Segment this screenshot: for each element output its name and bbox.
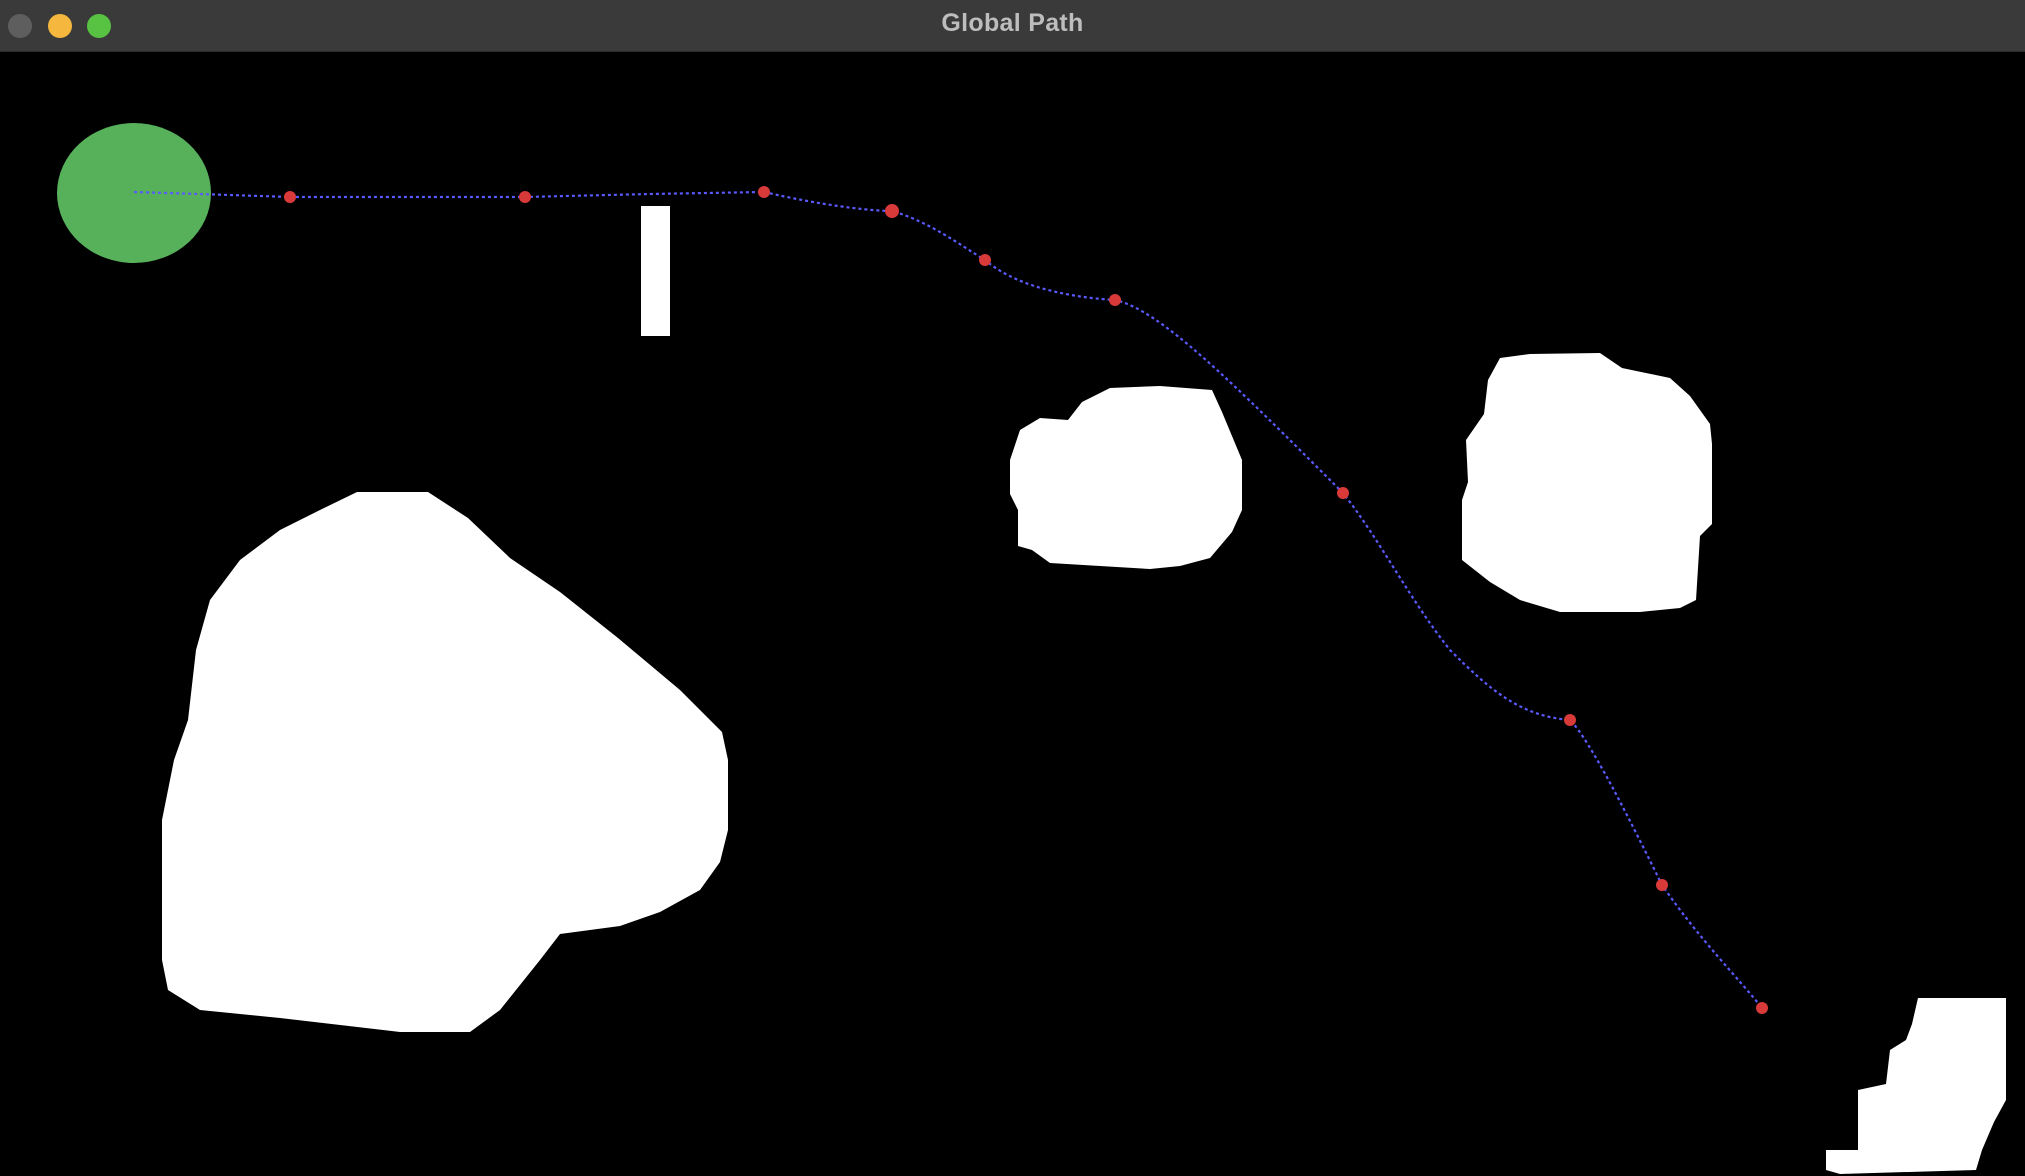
waypoint <box>1656 879 1668 891</box>
obstacle-bar <box>641 206 670 336</box>
window-title: Global Path <box>941 9 1084 37</box>
title-bar[interactable]: Global Path <box>0 0 2025 52</box>
global-path-line <box>133 190 1763 1009</box>
obstacle-middle <box>1010 386 1242 569</box>
waypoint <box>1756 1002 1768 1014</box>
waypoint <box>885 204 899 218</box>
obstacle-large <box>162 492 728 1032</box>
waypoint <box>979 254 991 266</box>
obstacle-corner <box>1826 998 2006 1174</box>
map-svg <box>57 123 2006 1174</box>
obstacle-right <box>1462 353 1712 612</box>
waypoint <box>1564 714 1576 726</box>
map-canvas <box>0 52 2025 1176</box>
waypoint <box>758 186 770 198</box>
waypoint <box>284 191 296 203</box>
waypoint <box>519 191 531 203</box>
close-button[interactable] <box>8 14 32 38</box>
minimize-button[interactable] <box>48 14 72 38</box>
waypoint <box>1109 294 1121 306</box>
waypoint <box>1337 487 1349 499</box>
maximize-button[interactable] <box>87 14 111 38</box>
